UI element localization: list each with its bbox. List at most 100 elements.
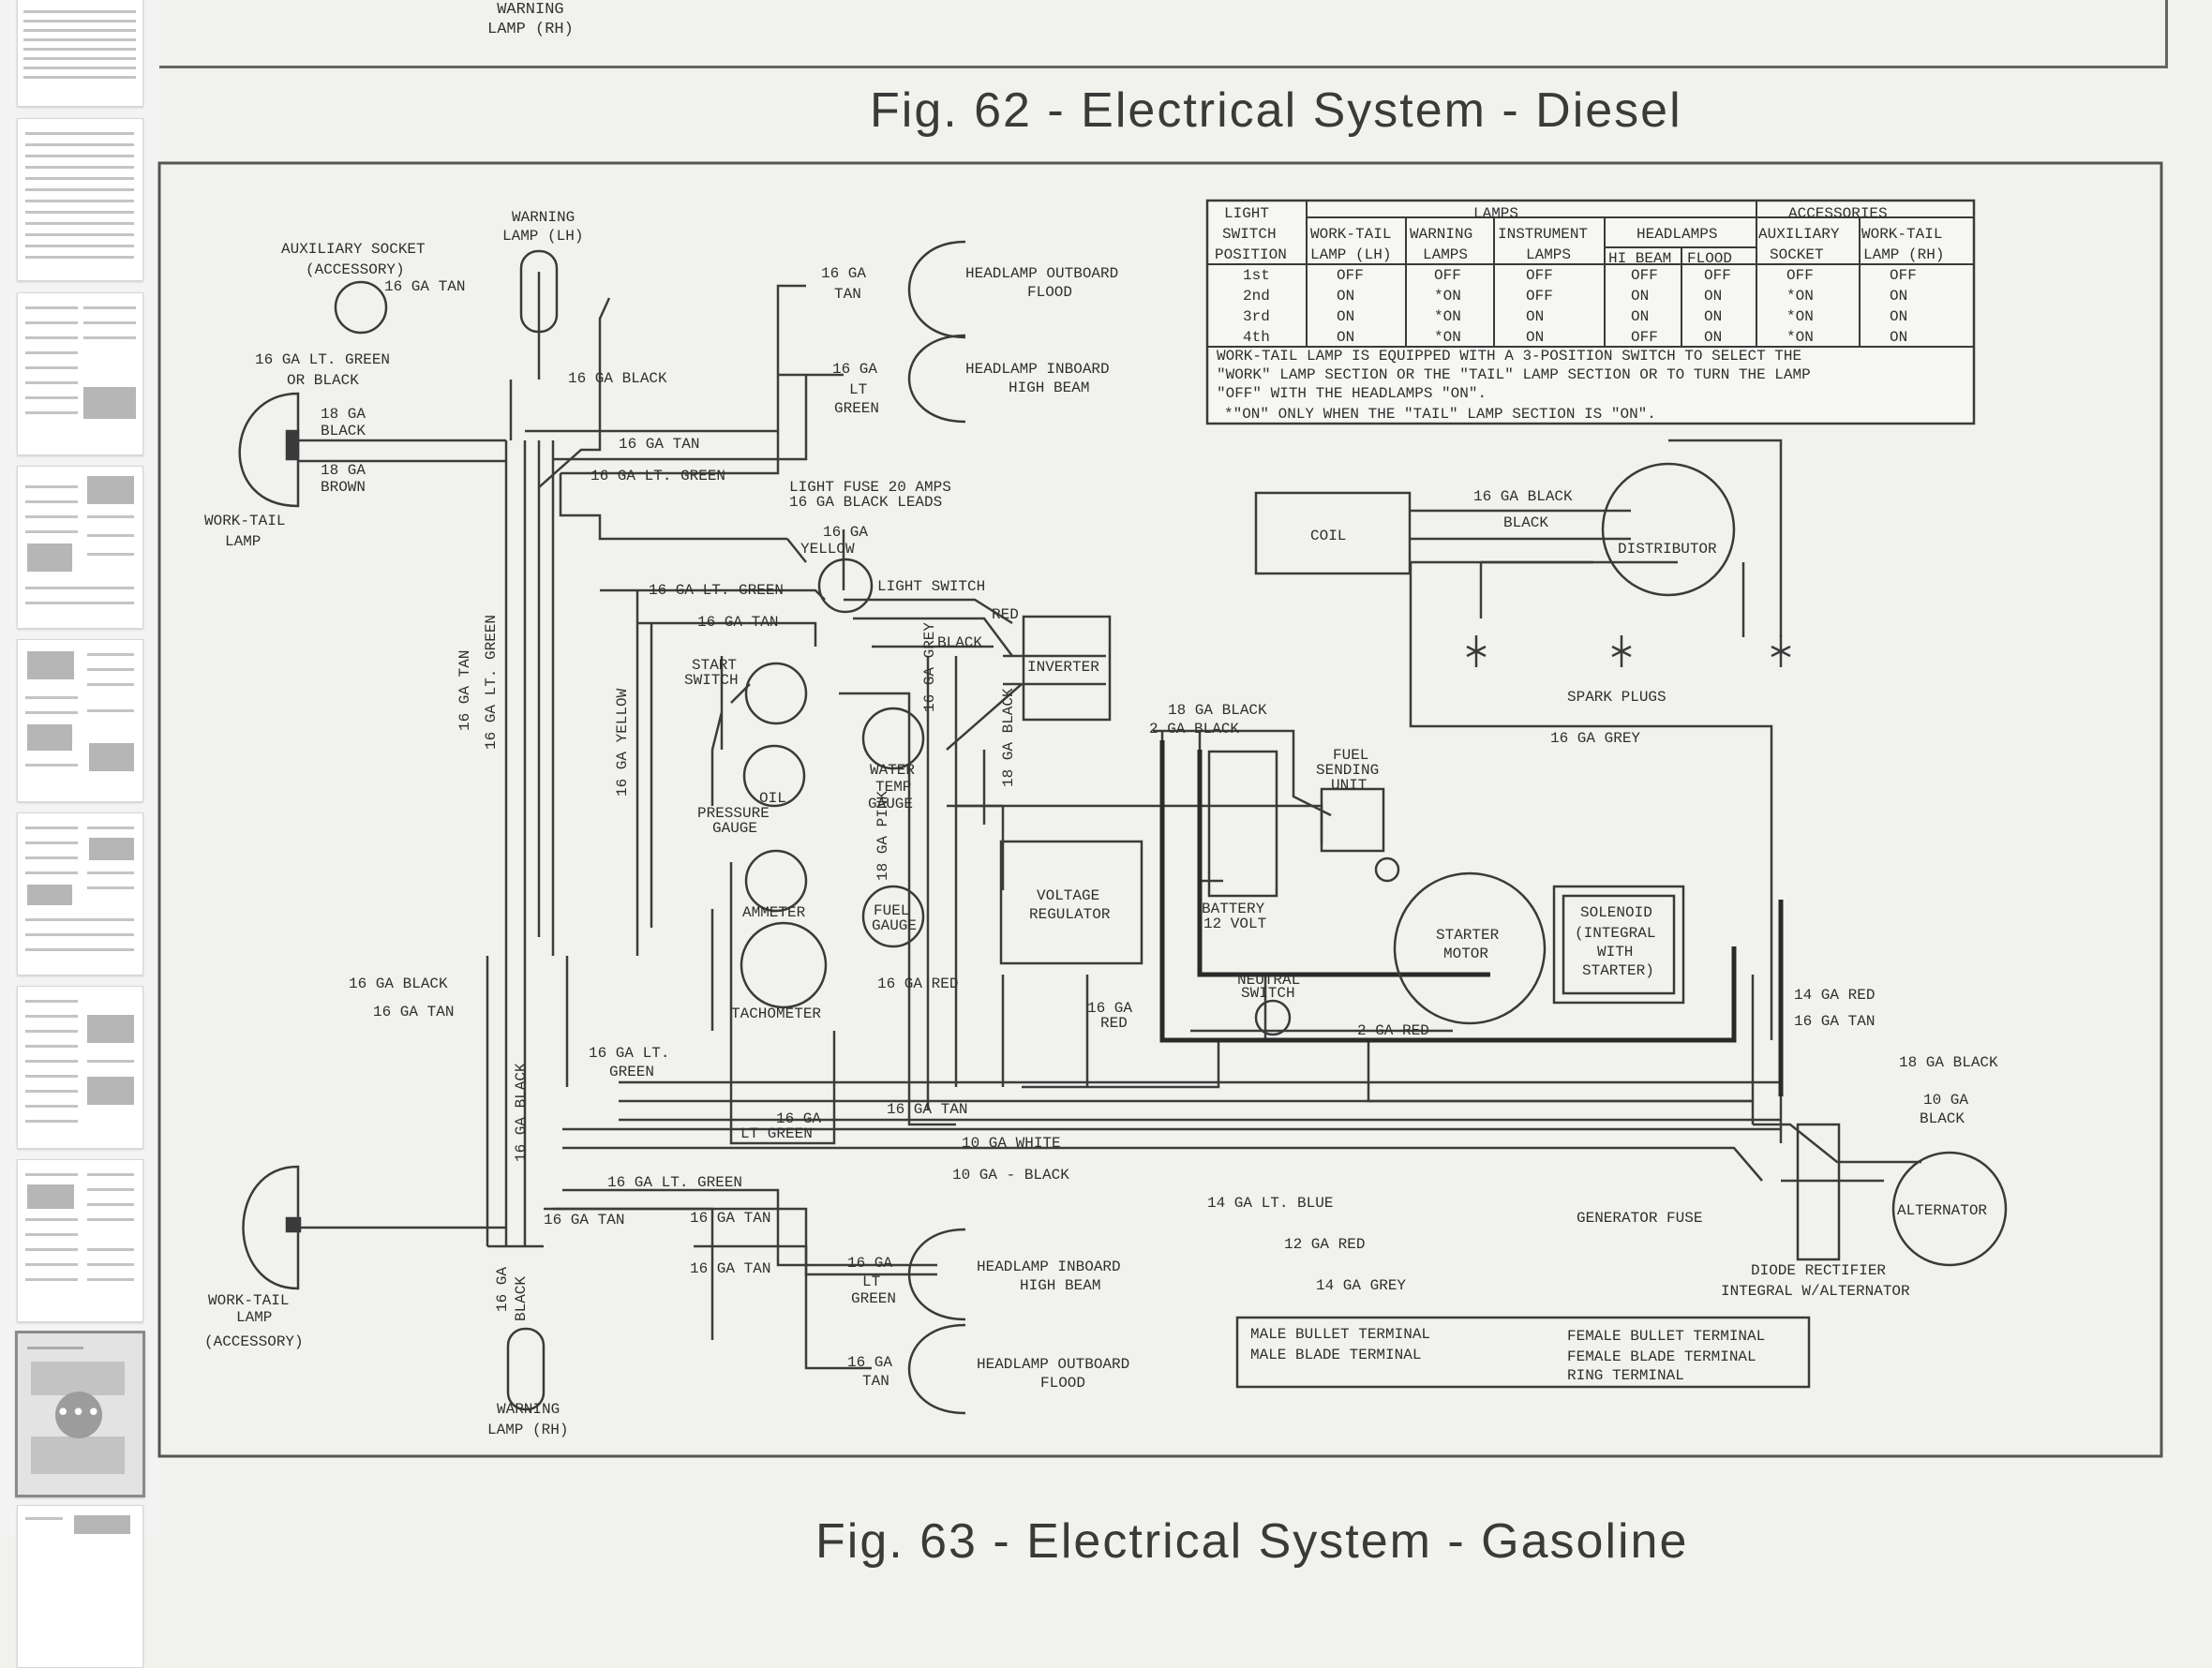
svg-text:START: START: [692, 657, 737, 674]
svg-text:16 GA: 16 GA: [776, 1110, 821, 1127]
table-cell: *ON: [1434, 308, 1461, 325]
svg-text:16 GA TAN: 16 GA TAN: [690, 1260, 770, 1277]
table-cell: 1st: [1243, 267, 1270, 284]
svg-text:14 GA GREY: 14 GA GREY: [1316, 1277, 1406, 1294]
svg-text:16 GA BLACK: 16 GA BLACK: [568, 370, 667, 387]
svg-text:FLOOD: FLOOD: [1040, 1375, 1085, 1392]
page-thumbnail-current[interactable]: •••: [15, 1331, 145, 1497]
svg-text:BLACK: BLACK: [321, 423, 366, 439]
page-thumbnail[interactable]: [17, 639, 143, 802]
warning-lamp-lh: [519, 249, 559, 334]
svg-text:TAN: TAN: [834, 286, 861, 303]
svg-text:WORK-TAIL: WORK-TAIL: [208, 1292, 289, 1309]
svg-text:ACCESSORIES: ACCESSORIES: [1788, 205, 1888, 222]
page-thumbnail[interactable]: [17, 0, 143, 107]
svg-text:STARTER): STARTER): [1582, 962, 1654, 979]
svg-text:"WORK" LAMP SECTION OR THE "TA: "WORK" LAMP SECTION OR THE "TAIL" LAMP S…: [1217, 366, 1811, 383]
starter-motor: [1393, 871, 1547, 1025]
svg-text:HEADLAMP OUTBOARD: HEADLAMP OUTBOARD: [965, 265, 1118, 282]
svg-text:16 GA TAN: 16 GA TAN: [887, 1101, 967, 1118]
table-cell: *ON: [1434, 329, 1461, 346]
svg-text:16 GA: 16 GA: [832, 361, 877, 378]
water-temp-gauge: [861, 707, 925, 770]
svg-text:BLACK: BLACK: [1920, 1110, 1965, 1127]
coil-box: [1254, 491, 1412, 575]
table-cell: OFF: [1526, 267, 1553, 284]
svg-text:AUXILIARY: AUXILIARY: [1758, 226, 1840, 243]
page-thumbnail[interactable]: [17, 812, 143, 975]
svg-text:INTEGRAL W/ALTERNATOR: INTEGRAL W/ALTERNATOR: [1721, 1283, 1910, 1300]
wiring-diagram: LIGHT SWITCH POSITION LAMPS ACCESSORIES …: [157, 161, 2163, 1458]
svg-text:FEMALE BLADE TERMINAL: FEMALE BLADE TERMINAL: [1567, 1348, 1756, 1365]
svg-text:AMMETER: AMMETER: [742, 904, 806, 921]
table-cell: *ON: [1786, 288, 1814, 305]
svg-text:BLACK: BLACK: [1503, 514, 1548, 531]
svg-text:GENERATOR FUSE: GENERATOR FUSE: [1577, 1210, 1702, 1227]
svg-text:TEMP: TEMP: [875, 779, 911, 796]
page-thumbnail[interactable]: [17, 466, 143, 629]
table-cell: ON: [1631, 308, 1649, 325]
svg-text:OIL: OIL: [759, 790, 786, 807]
svg-text:RED: RED: [992, 606, 1019, 623]
svg-text:LIGHT SWITCH: LIGHT SWITCH: [877, 578, 985, 595]
svg-text:PRESSURE: PRESSURE: [697, 805, 770, 822]
svg-text:FLOOD: FLOOD: [1027, 284, 1072, 301]
table-cell: OFF: [1526, 288, 1553, 305]
svg-text:16 GA LT. GREEN: 16 GA LT. GREEN: [590, 468, 725, 484]
table-cell: 4th: [1243, 329, 1270, 346]
solenoid-box: [1552, 885, 1685, 1005]
distributor: [1601, 462, 1736, 597]
svg-text:10 GA - BLACK: 10 GA - BLACK: [952, 1167, 1069, 1184]
svg-text:GREEN: GREEN: [834, 400, 879, 417]
svg-text:HEADLAMP OUTBOARD: HEADLAMP OUTBOARD: [977, 1356, 1129, 1373]
svg-text:10 GA: 10 GA: [1923, 1092, 1968, 1109]
more-options-button[interactable]: •••: [55, 1392, 102, 1438]
svg-text:16 GA: 16 GA: [821, 265, 866, 282]
svg-text:HEADLAMP INBOARD: HEADLAMP INBOARD: [977, 1258, 1121, 1275]
svg-text:16 GA TAN: 16 GA TAN: [456, 650, 473, 731]
table-cell: ON: [1704, 288, 1722, 305]
table-cell: ON: [1631, 288, 1649, 305]
svg-text:LT: LT: [849, 381, 867, 398]
table-cell: ON: [1337, 329, 1354, 346]
svg-text:18 GA BLACK: 18 GA BLACK: [1000, 688, 1017, 787]
thumbnail-sidebar: •••: [0, 0, 159, 1668]
page-thumbnail[interactable]: [17, 1505, 143, 1668]
table-cell: OFF: [1704, 267, 1731, 284]
svg-text:16 GA GREY: 16 GA GREY: [1550, 730, 1640, 747]
svg-text:LAMP: LAMP: [225, 533, 261, 550]
svg-text:WORK-TAIL: WORK-TAIL: [1861, 226, 1942, 243]
headlamp-inboard-high-a: [907, 334, 966, 424]
svg-text:16 GA TAN: 16 GA TAN: [384, 278, 465, 295]
alternator: [1891, 1151, 2008, 1267]
svg-text:LIGHT FUSE 20 AMPS: LIGHT FUSE 20 AMPS: [789, 479, 951, 496]
light-switch-table: [1205, 199, 1976, 425]
svg-text:16 GA: 16 GA: [494, 1267, 511, 1312]
svg-text:16 GA BLACK: 16 GA BLACK: [349, 975, 448, 992]
diode-rectifier: [1796, 1123, 1841, 1261]
table-cell: ON: [1890, 329, 1907, 346]
work-tail-lamp-accessory: [242, 1165, 300, 1290]
page-thumbnail[interactable]: [17, 118, 143, 281]
svg-text:MOTOR: MOTOR: [1443, 946, 1488, 962]
svg-text:LAMPS: LAMPS: [1423, 246, 1468, 263]
svg-text:WATER: WATER: [870, 762, 915, 779]
page-thumbnail[interactable]: [17, 292, 143, 455]
page-thumbnail[interactable]: [17, 1159, 143, 1322]
svg-text:SOCKET: SOCKET: [1770, 246, 1824, 263]
svg-text:UNIT: UNIT: [1331, 777, 1367, 794]
svg-text:NEUTRAL: NEUTRAL: [1237, 972, 1300, 989]
wires: [298, 272, 1921, 1370]
svg-text:16 GA TAN: 16 GA TAN: [697, 614, 778, 631]
table-cell: ON: [1704, 329, 1722, 346]
svg-text:BATTERY: BATTERY: [1202, 901, 1265, 917]
page-thumbnail[interactable]: [17, 986, 143, 1149]
svg-text:HEADLAMP INBOARD: HEADLAMP INBOARD: [965, 361, 1110, 378]
svg-text:HI BEAM: HI BEAM: [1608, 250, 1671, 267]
svg-text:LIGHT: LIGHT: [1224, 205, 1269, 222]
svg-text:TACHOMETER: TACHOMETER: [731, 1005, 821, 1022]
work-tail-lamp-lh: [238, 392, 300, 508]
svg-text:AUXILIARY SOCKET: AUXILIARY SOCKET: [281, 241, 426, 258]
